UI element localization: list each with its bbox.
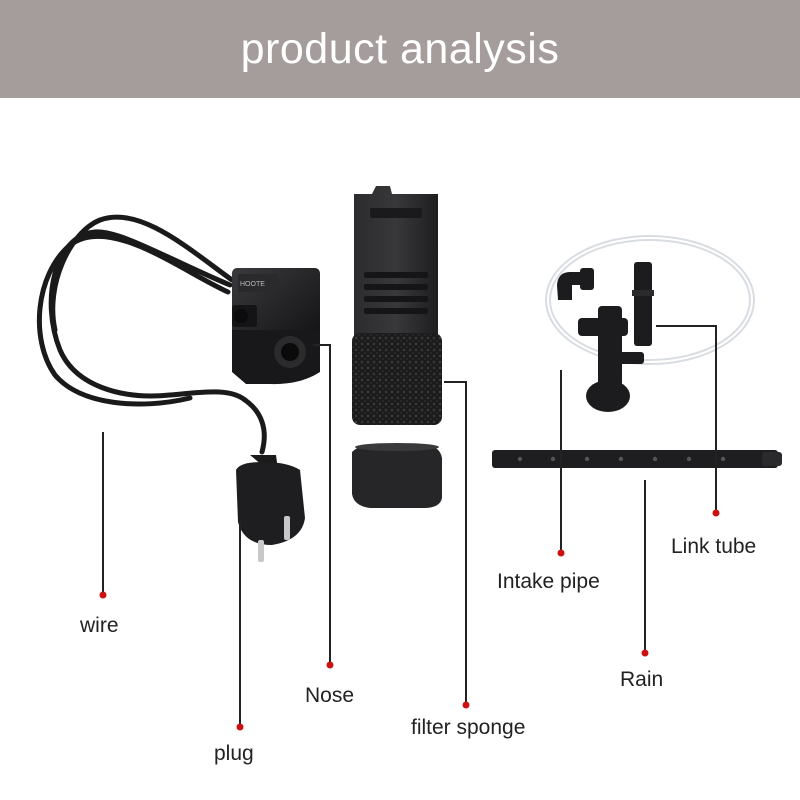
label-filter-sponge: filter sponge <box>411 716 526 739</box>
intake-adapter <box>578 306 644 412</box>
page-title: product analysis <box>240 24 560 73</box>
pump-brand-text: HOOTE <box>240 281 265 288</box>
wire-dot <box>99 591 107 599</box>
plug-dot <box>236 723 244 731</box>
label-link-tube: Link tube <box>671 535 757 558</box>
elbow-fitting <box>557 268 594 300</box>
pump: HOOTE <box>232 268 320 385</box>
nose-dot <box>326 661 334 669</box>
link-tube-hose <box>545 235 755 365</box>
label-rain: Rain <box>620 668 664 691</box>
plug <box>236 455 305 562</box>
intake-pipe-dot <box>557 549 565 557</box>
label-plug: plug <box>214 742 254 765</box>
marker-dots <box>99 509 720 731</box>
leader-lines <box>102 325 717 724</box>
label-wire: wire <box>80 614 119 637</box>
filter-box <box>354 186 438 345</box>
label-intake-pipe: Intake pipe <box>497 570 600 593</box>
filter-sponge-dot <box>462 701 470 709</box>
wire-cable <box>36 214 267 455</box>
nose-leader <box>313 344 331 662</box>
filter-cap <box>352 443 442 508</box>
label-nose: Nose <box>305 684 355 707</box>
link-tube-leader <box>656 325 717 510</box>
rain-bar <box>492 450 782 468</box>
link-tube-dot <box>712 509 720 517</box>
filter-sponge-leader <box>444 381 467 702</box>
title-banner: product analysis <box>0 0 800 98</box>
product-photo: HOOTE <box>36 186 782 731</box>
rain-dot <box>641 649 649 657</box>
filter-sponge <box>352 333 442 425</box>
straight-connector <box>632 262 654 346</box>
